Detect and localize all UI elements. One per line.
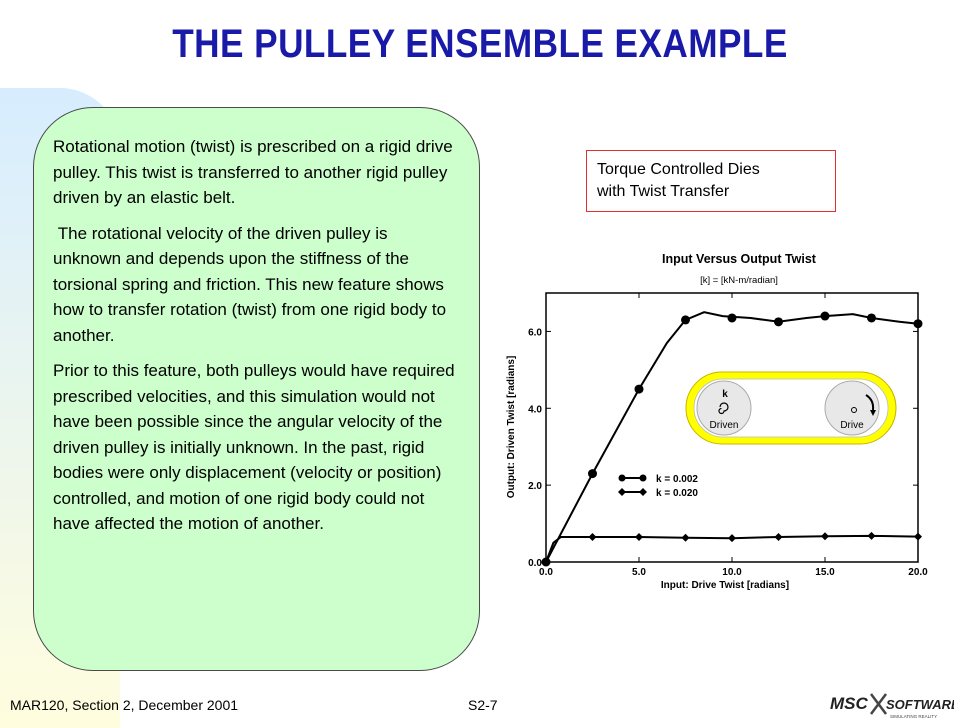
x-tick-label: 20.0 <box>908 567 928 578</box>
data-point <box>867 531 876 540</box>
data-point <box>867 313 876 323</box>
spring-k-label: k <box>722 389 728 400</box>
y-tick-label: 4.0 <box>528 404 542 415</box>
legend-label-2: k = 0.020 <box>656 488 698 499</box>
data-point <box>728 534 736 543</box>
twist-chart: Input Versus Output Twist [k] = [kN-m/ra… <box>506 252 928 591</box>
paragraph-2: The rotational velocity of the driven pu… <box>53 223 451 345</box>
y-tick-label: 0.0 <box>528 558 542 569</box>
footer-course: MAR120, Section 2, December 2001 <box>10 697 239 713</box>
msc-software-logo: MSC SOFTWARE SIMULATING REALITY <box>830 693 954 719</box>
logo-tagline: SIMULATING REALITY <box>890 714 937 719</box>
series-line-1 <box>545 311 919 563</box>
legend: k = 0.002 k = 0.020 <box>618 474 698 499</box>
data-point <box>635 533 643 542</box>
data-point <box>681 533 690 542</box>
x-tick-label: 10.0 <box>722 567 742 578</box>
data-point <box>914 532 922 541</box>
caption-line-2: with Twist Transfer <box>597 183 730 200</box>
description-box: Rotational motion (twist) is prescribed … <box>33 107 480 671</box>
logo-software: SOFTWARE <box>886 697 954 712</box>
y-axis-label: Output: Driven Twist [radians] <box>506 356 517 499</box>
y-tick-label: 2.0 <box>528 481 542 492</box>
chart-subtitle: [k] = [kN-m/radian] <box>700 275 778 286</box>
data-point <box>727 313 737 323</box>
data-point <box>820 311 830 321</box>
slide-title: THE PULLEY ENSEMBLE EXAMPLE <box>172 22 788 66</box>
x-tick-label: 5.0 <box>632 567 646 578</box>
data-point <box>913 319 923 329</box>
x-tick-label: 0.0 <box>539 567 553 578</box>
paragraph-1: Rotational motion (twist) is prescribed … <box>53 137 453 207</box>
data-point <box>774 317 783 327</box>
data-point <box>821 532 829 541</box>
data-point <box>774 533 783 542</box>
x-axis-label: Input: Drive Twist [radians] <box>661 580 789 591</box>
logo-msc: MSC <box>830 694 869 713</box>
caption-box: Torque Controlled Dies with Twist Transf… <box>586 150 836 212</box>
x-tick-label: 15.0 <box>815 567 835 578</box>
data-point <box>588 533 597 542</box>
driven-pulley <box>696 380 752 436</box>
paragraph-3: Prior to this feature, both pulleys woul… <box>53 361 455 533</box>
footer-page-number: S2-7 <box>468 697 498 713</box>
y-tick-label: 6.0 <box>528 327 542 338</box>
drive-label: Drive <box>840 420 864 431</box>
driven-label: Driven <box>710 420 739 431</box>
rotation-arrow-icon <box>865 394 875 411</box>
data-point <box>542 558 550 566</box>
pulley-diagram: k Driven Drive <box>685 371 897 445</box>
chart-title: Input Versus Output Twist <box>662 252 817 266</box>
logo-swoosh-icon <box>870 693 887 715</box>
data-point <box>681 315 690 325</box>
legend-label-1: k = 0.002 <box>656 474 698 485</box>
spring-icon <box>718 402 729 415</box>
data-point <box>634 384 644 394</box>
data-point <box>588 469 597 479</box>
caption-line-1: Torque Controlled Dies <box>597 161 760 178</box>
